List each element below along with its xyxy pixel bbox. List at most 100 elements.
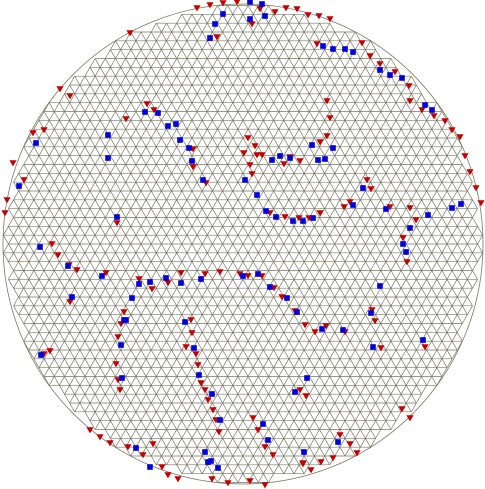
positive-defect-marker bbox=[139, 452, 147, 459]
negative-defect-marker bbox=[240, 273, 246, 279]
negative-defect-marker bbox=[383, 206, 389, 212]
positive-defect-marker bbox=[406, 205, 414, 212]
positive-defect-marker bbox=[329, 455, 337, 462]
positive-defect-marker bbox=[430, 113, 438, 120]
positive-defect-marker bbox=[248, 171, 256, 178]
positive-defect-marker bbox=[418, 107, 426, 114]
positive-defect-marker bbox=[112, 361, 120, 368]
positive-defect-marker bbox=[295, 215, 303, 222]
negative-defect-marker bbox=[420, 337, 426, 343]
negative-defect-marker bbox=[368, 310, 374, 316]
negative-defect-marker bbox=[147, 279, 153, 285]
positive-defect-marker bbox=[340, 204, 348, 211]
negative-defect-marker bbox=[300, 218, 306, 224]
negative-defect-marker bbox=[255, 271, 261, 277]
negative-defect-marker bbox=[133, 445, 139, 451]
negative-defect-marker bbox=[259, 1, 265, 7]
positive-defect-marker bbox=[120, 309, 128, 316]
positive-defect-marker bbox=[376, 61, 384, 68]
negative-defect-marker bbox=[292, 389, 298, 395]
negative-defect-marker bbox=[121, 317, 127, 323]
negative-defect-marker bbox=[304, 375, 310, 381]
negative-defect-marker bbox=[277, 153, 283, 159]
positive-defect-marker bbox=[182, 344, 190, 351]
positive-defect-marker bbox=[204, 397, 212, 404]
positive-defect-marker bbox=[20, 177, 28, 184]
positive-defect-marker bbox=[301, 322, 309, 329]
positive-defect-marker bbox=[269, 452, 277, 459]
positive-defect-marker bbox=[317, 459, 325, 466]
positive-defect-marker bbox=[224, 480, 232, 487]
positive-defect-marker bbox=[398, 406, 406, 413]
positive-defect-marker bbox=[448, 127, 456, 134]
negative-defect-marker bbox=[310, 215, 316, 221]
positive-defect-marker bbox=[116, 387, 124, 394]
positive-defect-marker bbox=[135, 276, 143, 283]
positive-defect-marker bbox=[177, 270, 185, 277]
positive-defect-marker bbox=[326, 115, 334, 122]
negative-defect-marker bbox=[254, 192, 260, 198]
negative-defect-marker bbox=[33, 140, 39, 146]
positive-defect-marker bbox=[293, 6, 301, 13]
negative-defect-marker bbox=[65, 263, 71, 269]
negative-defect-marker bbox=[105, 132, 111, 138]
negative-defect-marker bbox=[119, 375, 125, 381]
negative-defect-marker bbox=[163, 275, 169, 281]
negative-defect-marker bbox=[155, 110, 161, 116]
positive-defect-marker bbox=[246, 162, 254, 169]
positive-defect-marker bbox=[256, 6, 264, 13]
positive-defect-marker bbox=[406, 98, 414, 105]
negative-defect-marker bbox=[422, 102, 428, 108]
negative-defect-marker bbox=[196, 372, 202, 378]
positive-defect-marker bbox=[326, 16, 334, 23]
positive-defect-marker bbox=[189, 164, 197, 171]
positive-defect-marker bbox=[258, 152, 266, 159]
negative-defect-marker bbox=[399, 75, 405, 81]
positive-defect-marker bbox=[405, 83, 413, 90]
positive-defect-marker bbox=[248, 21, 256, 28]
negative-defect-marker bbox=[220, 11, 226, 17]
positive-defect-marker bbox=[126, 30, 134, 37]
positive-defect-marker bbox=[240, 150, 248, 157]
positive-defect-marker bbox=[346, 199, 354, 206]
negative-defect-marker bbox=[315, 157, 321, 163]
negative-defect-marker bbox=[69, 294, 75, 300]
positive-defect-marker bbox=[40, 127, 48, 134]
positive-defect-marker bbox=[201, 387, 209, 394]
negative-defect-marker bbox=[301, 449, 307, 455]
positive-defect-marker bbox=[363, 177, 371, 184]
positive-defect-marker bbox=[316, 139, 324, 146]
positive-defect-marker bbox=[296, 158, 304, 165]
mesh-boundary bbox=[2, 3, 484, 485]
negative-defect-marker bbox=[400, 241, 406, 247]
negative-defect-marker bbox=[189, 158, 195, 164]
positive-defect-marker bbox=[244, 135, 252, 142]
positive-defect-marker bbox=[403, 259, 411, 266]
positive-defect-marker bbox=[206, 2, 214, 9]
negative-defect-marker bbox=[186, 145, 192, 151]
positive-defect-marker bbox=[197, 380, 205, 387]
negative-defect-marker bbox=[247, 16, 253, 22]
positive-defect-marker bbox=[311, 329, 319, 336]
positive-defect-marker bbox=[106, 440, 114, 447]
positive-defect-marker bbox=[150, 107, 158, 114]
positive-defect-marker bbox=[233, 0, 241, 6]
positive-defect-marker bbox=[188, 330, 196, 337]
negative-defect-marker bbox=[340, 327, 346, 333]
negative-defect-marker bbox=[142, 109, 148, 115]
negative-defect-marker bbox=[407, 225, 413, 231]
positive-defect-marker bbox=[148, 286, 156, 293]
positive-defect-marker bbox=[46, 348, 54, 355]
positive-defect-marker bbox=[377, 345, 385, 352]
positive-defect-marker bbox=[215, 429, 223, 436]
positive-defect-marker bbox=[194, 362, 202, 369]
positive-defect-marker bbox=[371, 318, 379, 325]
positive-defect-marker bbox=[296, 387, 304, 394]
negative-defect-marker bbox=[330, 145, 336, 151]
positive-defect-marker bbox=[281, 214, 289, 221]
positive-defect-marker bbox=[114, 334, 122, 341]
positive-defect-marker bbox=[164, 472, 172, 479]
